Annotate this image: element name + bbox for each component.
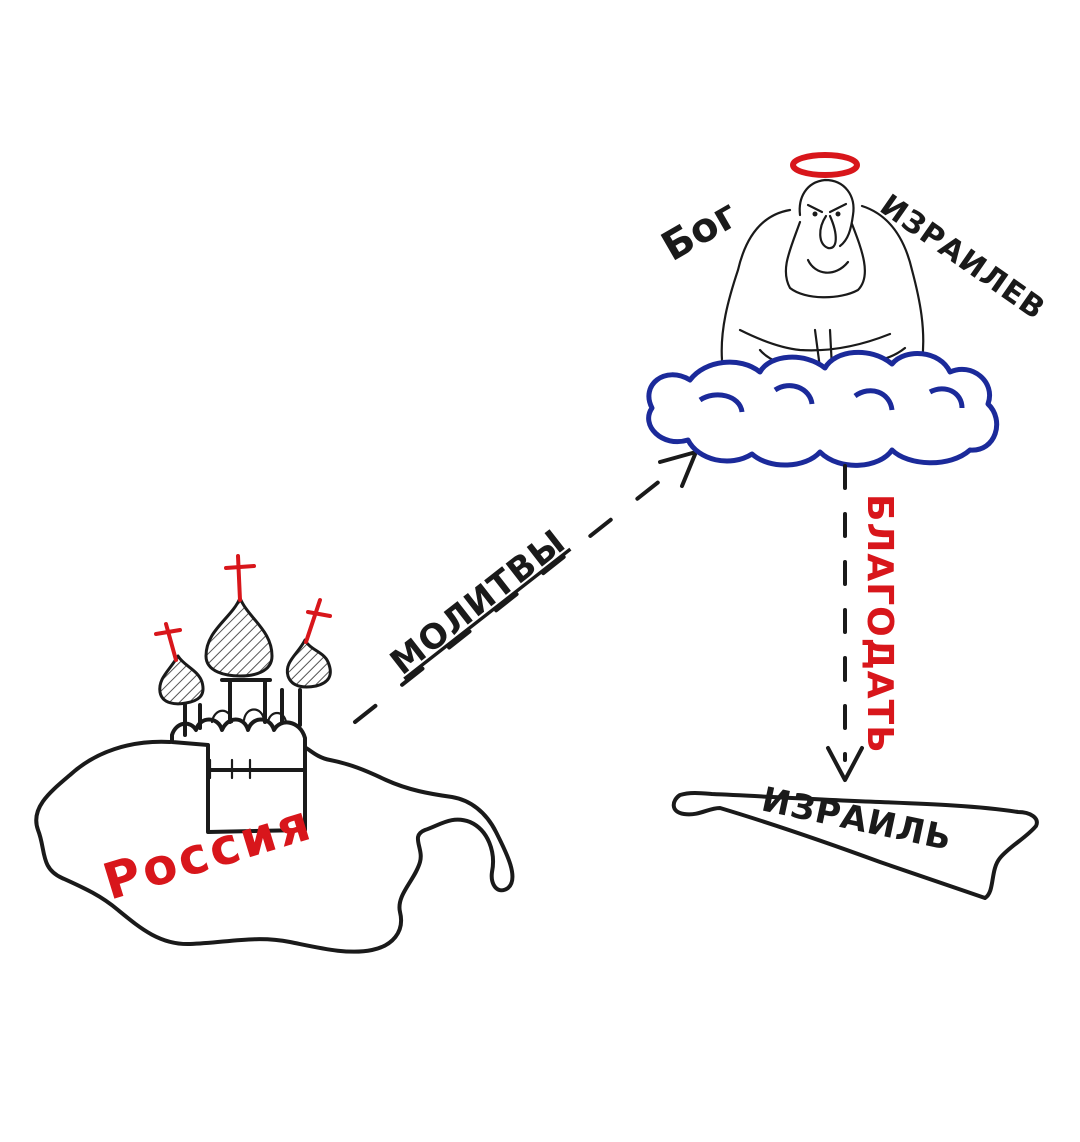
god-label-left: Бог [654, 191, 745, 270]
russia-map-outline [34, 739, 515, 954]
arrow-icon [826, 746, 864, 782]
god-label-right: ИЗРАИЛЕВ [873, 188, 1051, 327]
arrow-icon [658, 450, 698, 488]
halo-icon [790, 152, 860, 178]
israel-label: ИЗРАИЛЬ [758, 780, 956, 859]
grace-arrow [826, 464, 864, 782]
god-figure-icon [720, 152, 925, 374]
church-icon [158, 596, 332, 834]
israel-map-outline [671, 791, 1039, 900]
grace-label: БЛАГОДАТЬ [859, 494, 900, 754]
cross-icon [154, 554, 332, 662]
cloud-icon [646, 349, 1000, 468]
prayers-label: МОЛИТВЫ [383, 522, 574, 683]
